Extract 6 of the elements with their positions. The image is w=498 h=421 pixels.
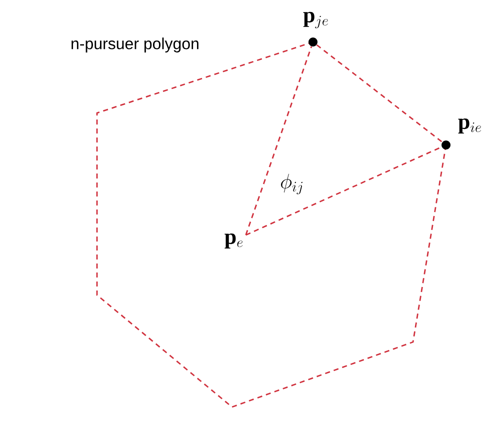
point-label: $\mathbf{p}_{e}$ xyxy=(224,233,243,249)
caption-text: n-pursuer polygon xyxy=(72,38,198,52)
angle-label: $\phi_{ij}$ xyxy=(281,174,302,194)
dashed-line xyxy=(245,46,312,236)
dashed-line xyxy=(246,146,442,236)
dashed-line xyxy=(316,44,443,143)
